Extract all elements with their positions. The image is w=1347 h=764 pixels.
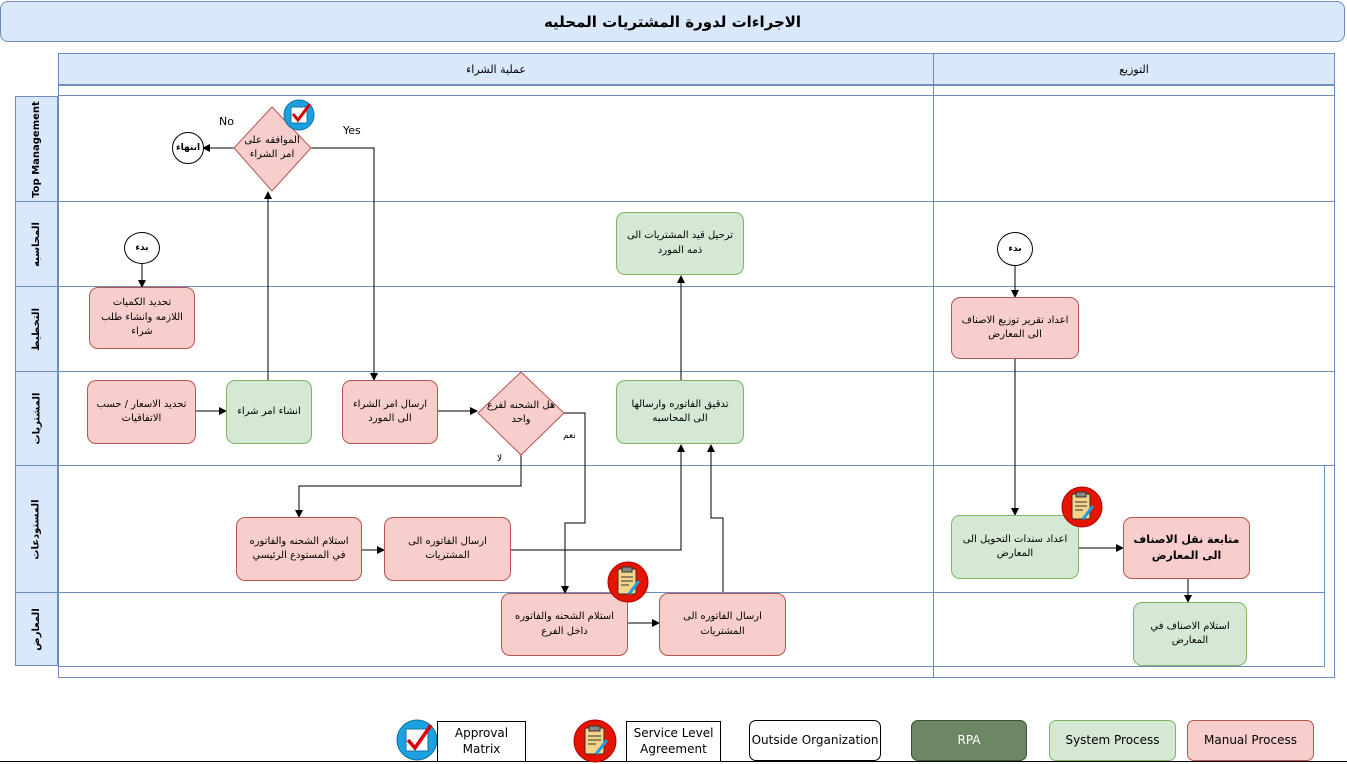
arrow-send-to-audit [511, 444, 685, 551]
start-event-purchasing: بدء [124, 232, 160, 264]
transfer-docs-task: اعداد سندات التحويل الى المعارض [951, 515, 1079, 579]
distribution-report-task: اعداد تقرير توزيع الاصناف الى المعارض [951, 297, 1079, 359]
lane-header-showrooms: المعارض [15, 592, 58, 666]
grid-line [58, 85, 1335, 86]
lane-header-warehouses: المستودعات [15, 465, 58, 593]
legend-sla-label: Service Level Agreement [626, 721, 721, 762]
grid-line [58, 53, 59, 678]
receive-branch-task: استلام الشحنه والفاتوره داخل الفرع [501, 593, 628, 656]
arrow-branchsend-to-audit [707, 444, 724, 592]
grid-line [58, 95, 1335, 96]
grid-line [58, 371, 1335, 372]
approval-matrix-icon [283, 99, 315, 131]
receive-showroom-task: استلام الاصناف في المعارض [1133, 602, 1247, 666]
grid-line [58, 677, 1335, 678]
post-to-supplier-task: ترحيل قيد المشتريات الى ذمه المورد [616, 212, 744, 275]
yes-label: Yes [343, 124, 361, 137]
audit-invoice-task: تدقيق الفاتوره وارسالها الى المحاسبه [616, 380, 744, 444]
pool-header-purchasing: عملية الشراء [58, 53, 934, 85]
sla-icon-branch [607, 561, 649, 603]
legend-approval-icon [396, 719, 438, 761]
legend-outside-org: Outside Organization [749, 720, 881, 761]
send-invoice-branch-task: ارسال الفاتوره الى المشتريات [659, 593, 786, 656]
legend-manual-process: Manual Process [1187, 720, 1314, 761]
grid-line [58, 666, 1325, 667]
grid-line [933, 53, 934, 678]
end-event: انتهاء [172, 132, 204, 164]
send-po-task: ارسال امر الشراء الى المورد [342, 380, 438, 444]
legend-approval-label: Approval Matrix [437, 721, 526, 762]
receive-main-warehouse-task: استلام الشحنه والفاتوره في المستودع الرئ… [236, 517, 362, 581]
determine-prices-task: تحديد الاسعار / حسب الاتفاقيات [87, 380, 196, 444]
sla-icon-transfer [1061, 486, 1103, 528]
grid-line [1324, 465, 1325, 667]
branch-decision-text: هل الشحنه لفرع واحد [486, 400, 556, 425]
no-label: No [219, 115, 234, 128]
grid-line [1334, 53, 1335, 678]
arrow-approval-yes [311, 147, 378, 381]
grid-line [58, 286, 1335, 287]
legend-system-process: System Process [1049, 720, 1176, 761]
approval-decision-text: الموافقه على امر الشراء [244, 135, 300, 160]
create-po-task: انشاء امر شراء [226, 380, 312, 444]
legend-sla-icon [573, 719, 617, 763]
page-title: الاجراءات لدورة المشتريات المحليه [0, 1, 1345, 42]
follow-transfer-task: متابعة نقل الاصناف الى المعارض [1123, 517, 1250, 579]
no-ar-label: لا [497, 454, 503, 464]
grid-line [58, 592, 1325, 593]
arrow-decision-no [295, 454, 522, 518]
legend-rpa: RPA [911, 720, 1027, 761]
arrow-decision-yes [561, 412, 586, 594]
grid-line [58, 201, 1335, 202]
determine-quantities-task: تحديد الكميات اللازمه وانشاء طلب شراء [89, 287, 195, 349]
yes-ar-label: نعم [563, 431, 576, 441]
branch-decision-diamond [477, 371, 565, 456]
pool-header-distribution: التوزيع [933, 53, 1335, 85]
send-invoice-warehouse-task: ارسال الفاتوره الى المشتريات [384, 517, 511, 581]
grid-line [58, 465, 1335, 466]
start-event-distribution: بدء [997, 232, 1033, 266]
lane-header-procurement: المشتريات [15, 371, 58, 466]
